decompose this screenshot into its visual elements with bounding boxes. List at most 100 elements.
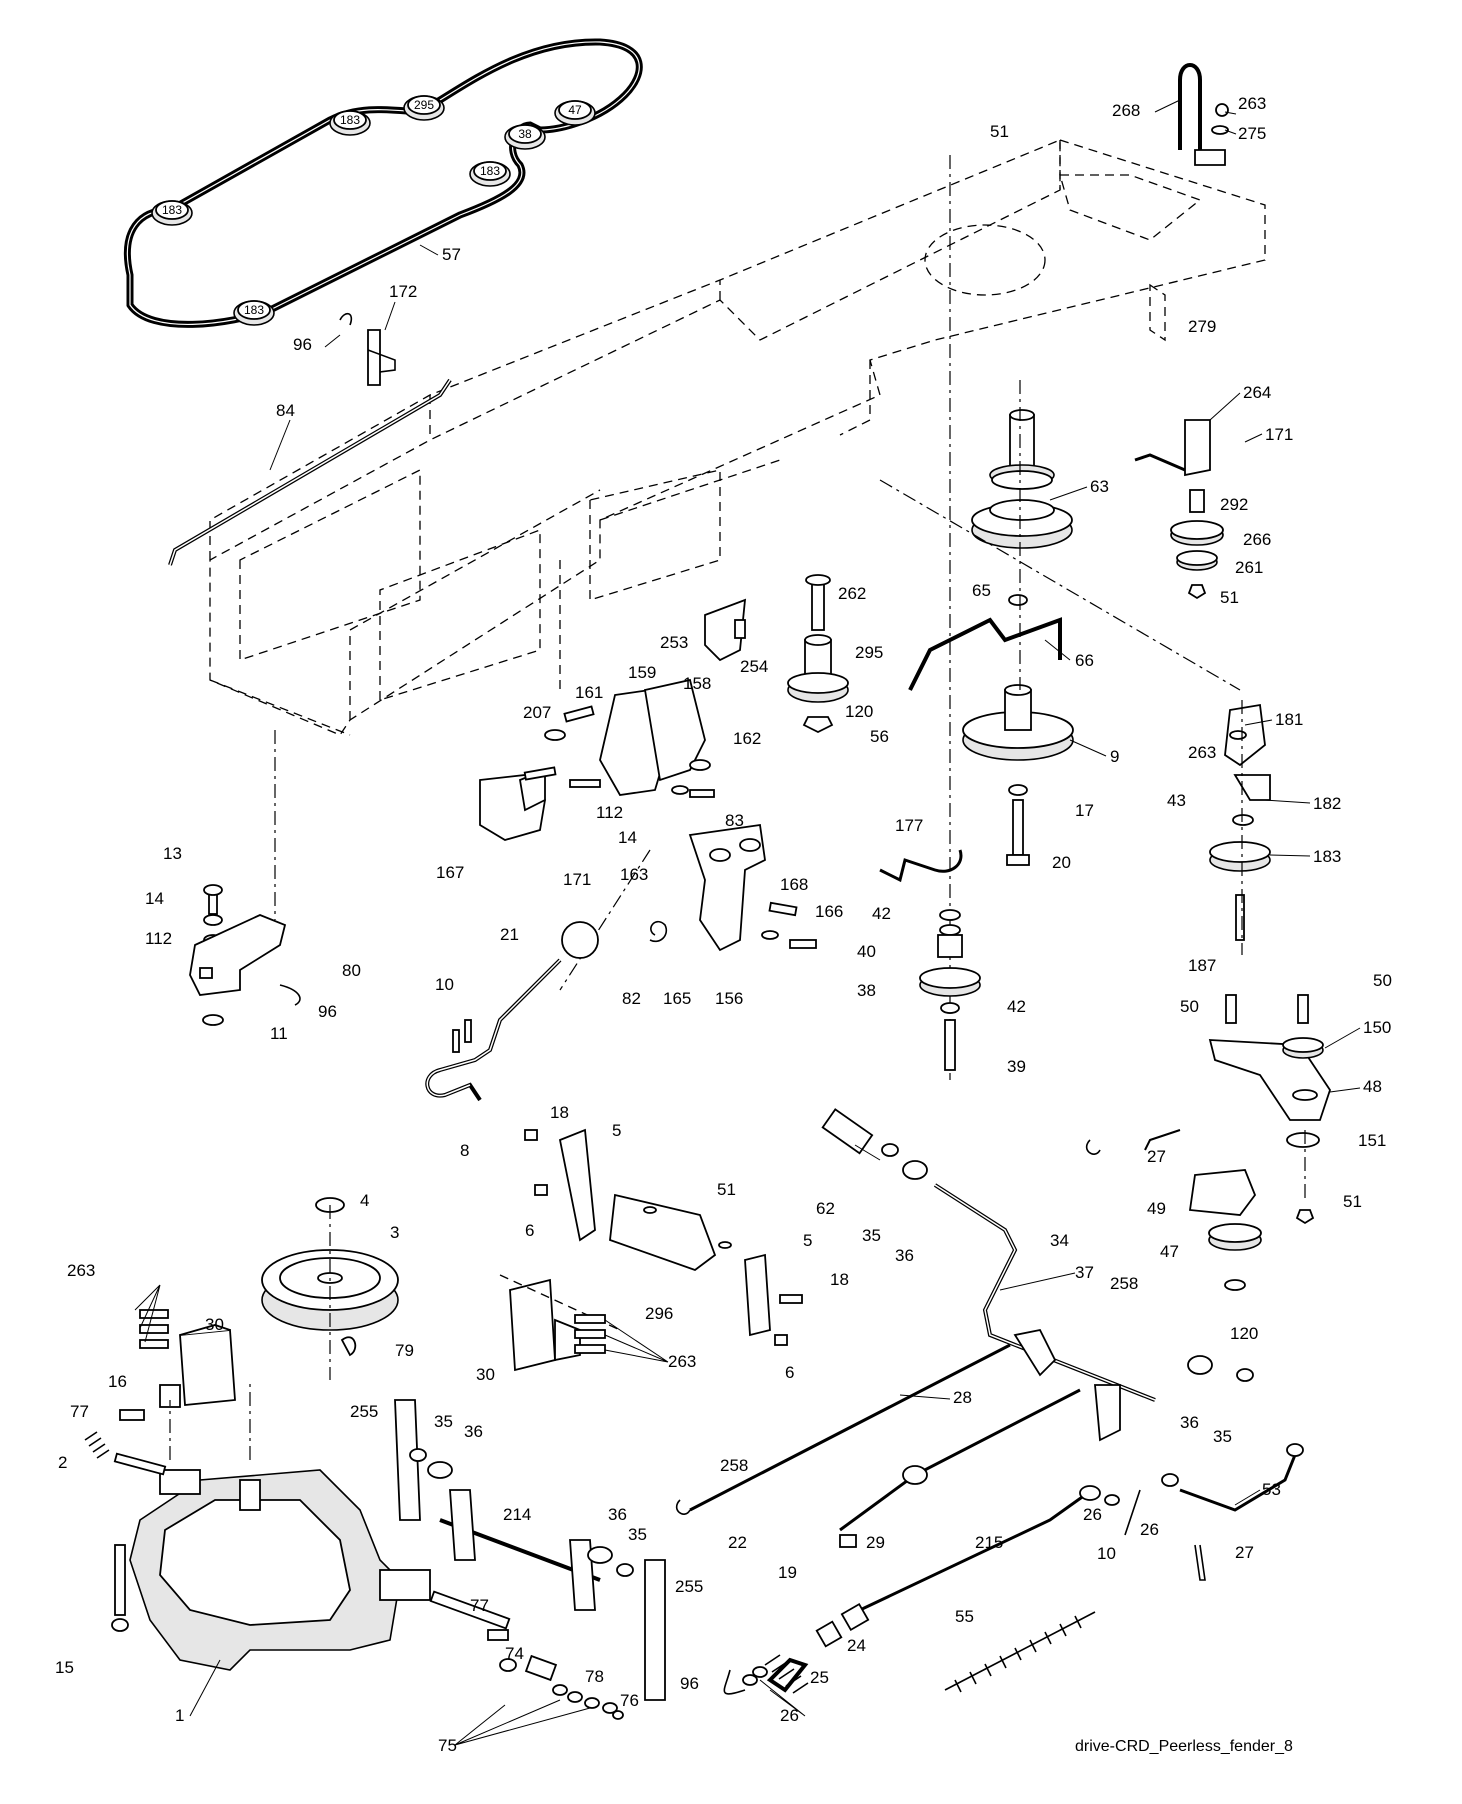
callout-62: 62 bbox=[816, 1199, 835, 1218]
callout-76: 76 bbox=[620, 1691, 639, 1710]
callout-120b: 120 bbox=[1230, 1324, 1258, 1343]
callout-38: 38 bbox=[857, 981, 876, 1000]
callout-171b: 171 bbox=[563, 870, 591, 889]
lift-shaft bbox=[394, 1399, 666, 1701]
callout-9: 9 bbox=[1110, 747, 1119, 766]
callout-258: 258 bbox=[1110, 1274, 1138, 1293]
callout-263: 263 bbox=[1238, 94, 1266, 113]
callout-18: 18 bbox=[550, 1103, 569, 1122]
belt-idler-pulley: 47 bbox=[554, 100, 596, 126]
callout-35c: 35 bbox=[628, 1525, 647, 1544]
callout-34: 34 bbox=[1050, 1231, 1069, 1250]
callout-120: 120 bbox=[845, 702, 873, 721]
large-spring bbox=[944, 1611, 1096, 1693]
callout-20: 20 bbox=[1052, 853, 1071, 872]
callout-51c: 51 bbox=[1343, 1192, 1362, 1211]
callout-63: 63 bbox=[1090, 477, 1109, 496]
belt-idler-pulley: 183 bbox=[233, 300, 275, 326]
cross-shaft bbox=[821, 1108, 1254, 1442]
callout-167: 167 bbox=[436, 863, 464, 882]
callout-166: 166 bbox=[815, 902, 843, 921]
callout-19: 19 bbox=[778, 1563, 797, 1582]
callout-112: 112 bbox=[596, 803, 623, 822]
callout-214: 214 bbox=[503, 1505, 531, 1524]
callout-254: 254 bbox=[740, 657, 768, 676]
callout-77b: 77 bbox=[470, 1596, 489, 1615]
callout-13: 13 bbox=[163, 844, 182, 863]
callout-5b: 5 bbox=[803, 1231, 812, 1250]
callout-165: 165 bbox=[663, 989, 691, 1008]
callout-48: 48 bbox=[1363, 1077, 1382, 1096]
callout-279: 279 bbox=[1188, 317, 1216, 336]
leader-lines bbox=[134, 99, 1361, 1746]
callout-27: 27 bbox=[1147, 1147, 1166, 1166]
callout-57: 57 bbox=[442, 245, 461, 264]
plate-bracket bbox=[524, 1128, 803, 1346]
callout-3: 3 bbox=[390, 1223, 399, 1242]
callout-262: 262 bbox=[838, 584, 866, 603]
callout-49: 49 bbox=[1147, 1199, 1166, 1218]
callout-36c: 36 bbox=[608, 1505, 627, 1524]
callout-187: 187 bbox=[1188, 956, 1216, 975]
callout-18b: 18 bbox=[830, 1270, 849, 1289]
callout-24: 24 bbox=[847, 1636, 866, 1655]
callout-296: 296 bbox=[645, 1304, 673, 1323]
callout-295: 295 bbox=[855, 643, 883, 662]
mount-bracket-left bbox=[139, 1309, 236, 1408]
callout-261: 261 bbox=[1235, 558, 1263, 577]
callout-171: 171 bbox=[1265, 425, 1293, 444]
callout-43: 43 bbox=[1167, 791, 1186, 810]
callout-51: 51 bbox=[990, 122, 1009, 141]
drive-belt: 183 183 295 47 38 183 bbox=[123, 38, 643, 328]
callout-22: 22 bbox=[728, 1533, 747, 1552]
belt-idler-pulley: 183 bbox=[469, 161, 511, 187]
callout-30b: 30 bbox=[476, 1365, 495, 1384]
callout-6b: 6 bbox=[785, 1363, 794, 1382]
callout-79: 79 bbox=[395, 1341, 414, 1360]
callout-42: 42 bbox=[872, 904, 891, 923]
callout-55: 55 bbox=[955, 1607, 974, 1626]
callout-151: 151 bbox=[1358, 1131, 1386, 1150]
callout-83: 83 bbox=[725, 811, 744, 830]
callout-96: 96 bbox=[293, 335, 312, 354]
callout-4: 4 bbox=[360, 1191, 369, 1210]
belt-pulley-label: 38 bbox=[518, 127, 532, 141]
callout-50: 50 bbox=[1180, 997, 1199, 1016]
control-rods bbox=[675, 1139, 1304, 1695]
diagram-caption: drive-CRD_Peerless_fender_8 bbox=[1075, 1738, 1293, 1755]
callout-162: 162 bbox=[733, 729, 761, 748]
callout-183: 183 bbox=[1313, 847, 1341, 866]
callout-17: 17 bbox=[1075, 801, 1094, 820]
callout-258b: 258 bbox=[720, 1456, 748, 1475]
callout-82: 82 bbox=[622, 989, 641, 1008]
callout-14b: 14 bbox=[145, 889, 164, 908]
belt-idler-pulley: 38 bbox=[504, 124, 546, 150]
center-pulley-assembly bbox=[879, 155, 1241, 1080]
callout-42b: 42 bbox=[1007, 997, 1026, 1016]
callout-112b: 112 bbox=[145, 929, 172, 948]
bracket-cluster bbox=[479, 678, 715, 841]
belt-idler-pulley: 183 bbox=[151, 200, 193, 226]
callout-10: 10 bbox=[435, 975, 454, 994]
shift-lever bbox=[425, 921, 599, 1102]
callout-51b: 51 bbox=[1220, 588, 1239, 607]
callout-78: 78 bbox=[585, 1667, 604, 1686]
callout-96c: 96 bbox=[680, 1674, 699, 1693]
callout-150: 150 bbox=[1363, 1018, 1391, 1037]
callout-292: 292 bbox=[1220, 495, 1248, 514]
callout-36d: 36 bbox=[1180, 1413, 1199, 1432]
callout-10b: 10 bbox=[1097, 1544, 1116, 1563]
callout-5: 5 bbox=[612, 1121, 621, 1140]
callout-36: 36 bbox=[895, 1246, 914, 1265]
callout-14: 14 bbox=[618, 828, 637, 847]
belt-idler-pulley: 295 bbox=[403, 95, 445, 121]
key-bracket bbox=[1178, 63, 1229, 166]
callout-172: 172 bbox=[389, 282, 417, 301]
callout-77: 77 bbox=[70, 1402, 89, 1421]
spring-small bbox=[764, 1654, 809, 1694]
belt-pulley-label: 47 bbox=[568, 103, 582, 117]
callout-84: 84 bbox=[276, 401, 295, 420]
callout-37: 37 bbox=[1075, 1263, 1094, 1282]
